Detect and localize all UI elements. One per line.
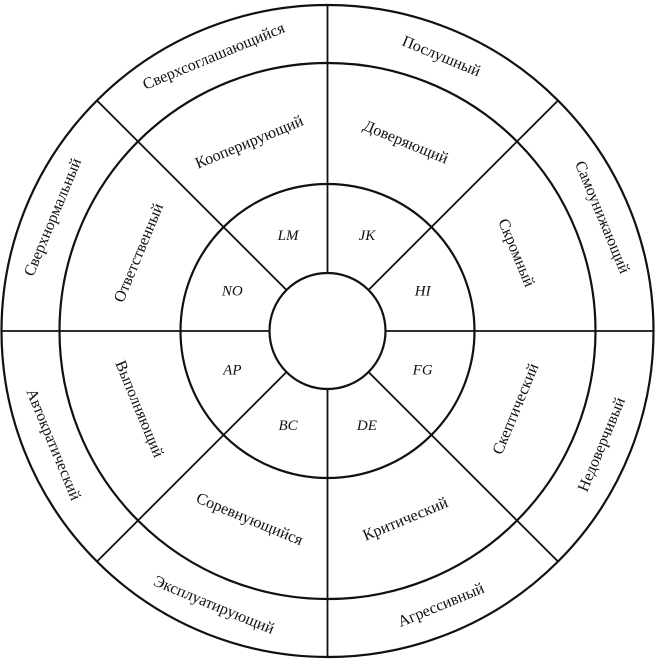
octant-code-label: AP xyxy=(222,362,241,378)
middle-sector-label: Кооперирующий xyxy=(193,112,306,172)
octant-code-label: LM xyxy=(277,228,300,244)
sector-divider-line xyxy=(367,99,559,291)
middle-sector-label: Критический xyxy=(361,494,451,544)
outer-sector-label: Эксплуатирующий xyxy=(151,573,277,638)
octant-code-label: NO xyxy=(221,284,243,300)
sector-divider-line xyxy=(367,371,559,563)
middle-sector-label: Ответственный xyxy=(111,201,167,305)
middle-sector-label: Скептический xyxy=(490,361,543,457)
middle-sector-label: Выполняющий xyxy=(111,358,166,460)
octant-code-label: JK xyxy=(359,228,377,244)
octant-code-label: DE xyxy=(356,418,377,434)
outer-sector-label: Автократический xyxy=(22,386,83,503)
outer-sector-label: Сверхсоглашающийся xyxy=(140,19,288,93)
spokes-group xyxy=(1,5,654,657)
octant-code-label: HI xyxy=(414,284,432,300)
octant-code-label: FG xyxy=(412,362,433,378)
sector-divider-line xyxy=(96,371,288,563)
octant-code-label: BC xyxy=(278,418,298,434)
middle-sector-label: Соревнующийся xyxy=(194,490,306,549)
outer-sector-label: Послушный xyxy=(399,33,483,81)
sector-divider-line xyxy=(96,99,288,291)
middle-sector-label: Скромный xyxy=(494,216,537,290)
center-circle xyxy=(268,271,387,391)
outer-sector-label: Сверхнормальный xyxy=(21,155,85,278)
middle-sector-label: Доверяющий xyxy=(361,117,451,167)
outer-sector-label: Самоунижающий xyxy=(571,159,633,277)
